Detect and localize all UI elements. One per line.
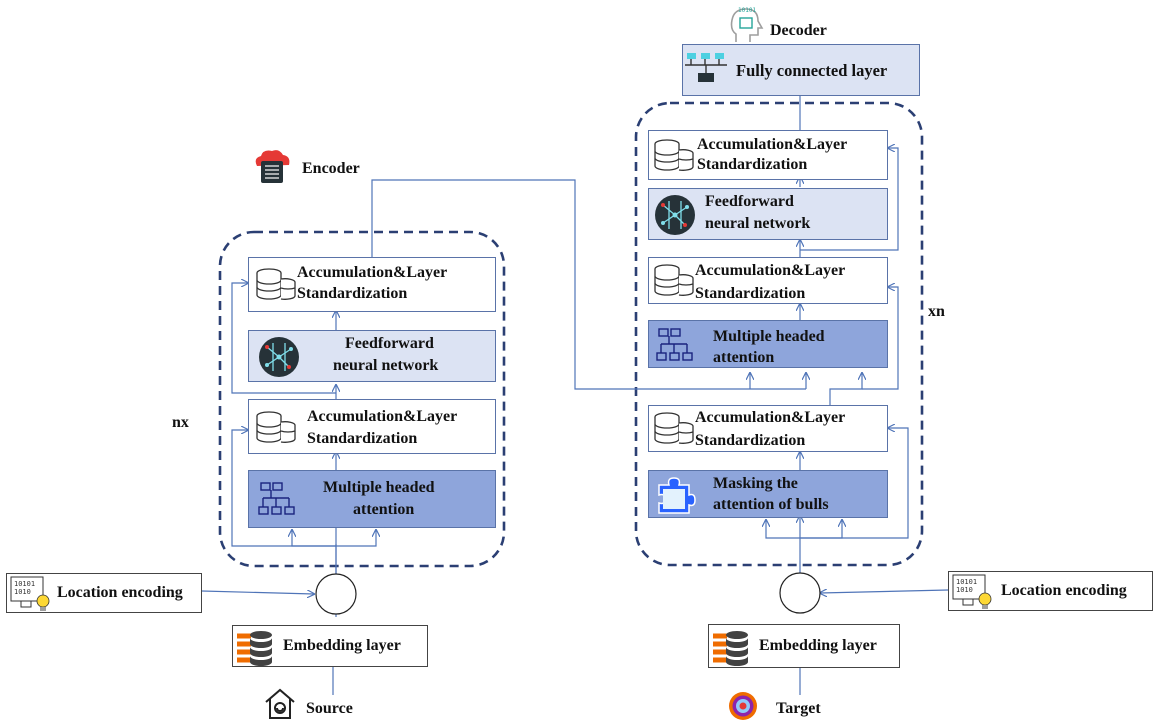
encoder-attention-line2: attention bbox=[353, 501, 415, 518]
target-icon bbox=[727, 690, 759, 727]
cloud-server-icon bbox=[251, 148, 293, 184]
encoder-addnorm-top-line1: Accumulation&Layer bbox=[297, 264, 448, 281]
encoder-ffn-box: Feedforward neural network bbox=[248, 330, 496, 382]
decoder-ffn-box: Feedforward neural network bbox=[648, 188, 888, 240]
decoder-masked-attention-box: Masking the attention of bulls bbox=[648, 470, 888, 518]
encoder-ffn-line1: Feedforward bbox=[345, 335, 434, 352]
fully-connected-label: Fully connected layer bbox=[736, 61, 888, 80]
decoder-addnorm-top-line1: Accumulation&Layer bbox=[697, 136, 848, 153]
binary-text-1: 10101 bbox=[956, 578, 977, 586]
decoder-attention-line2: attention bbox=[713, 349, 775, 366]
decoder-repeat-label: xn bbox=[928, 303, 945, 320]
network-switch-icon bbox=[685, 51, 727, 92]
decoder-masked-line2: attention of bulls bbox=[713, 496, 829, 513]
decoder-ffn-line2: neural network bbox=[705, 215, 811, 232]
decoder-addnorm-mid-line2: Standardization bbox=[695, 285, 806, 302]
database-icon bbox=[235, 628, 275, 671]
hierarchy-icon bbox=[655, 327, 695, 368]
decoder-addnorm-top-line2: Standardization bbox=[697, 156, 808, 173]
decoder-container bbox=[634, 101, 924, 567]
encoder-title: Encoder bbox=[302, 160, 360, 177]
neural-network-icon bbox=[653, 193, 697, 242]
binary-text-2: 1010 bbox=[956, 586, 973, 594]
decoder-masked-line1: Masking the bbox=[713, 475, 798, 492]
encoder-add-circle bbox=[315, 573, 357, 615]
encoder-addnorm-top-line2: Standardization bbox=[297, 285, 408, 302]
encoder-addnorm-bottom-box: Accumulation&Layer Standardization bbox=[248, 399, 496, 454]
svg-text:10101: 10101 bbox=[738, 7, 756, 14]
encoder-embedding-box: Embedding layer bbox=[232, 625, 428, 667]
binary-text-2: 1010 bbox=[14, 588, 31, 596]
decoder-attention-box: Multiple headed attention bbox=[648, 320, 888, 368]
database-icon bbox=[711, 628, 751, 671]
encoder-location-encoding-box: 10101 1010 Location encoding bbox=[6, 573, 202, 613]
binary-monitor-icon: 10101 1010 bbox=[9, 575, 53, 618]
database-stack-icon bbox=[653, 411, 695, 452]
database-stack-icon bbox=[653, 138, 695, 179]
decoder-addnorm-mid-box: Accumulation&Layer Standardization bbox=[648, 257, 888, 304]
binary-text-1: 10101 bbox=[14, 580, 35, 588]
decoder-add-circle bbox=[779, 572, 821, 614]
decoder-embedding-box: Embedding layer bbox=[708, 624, 900, 668]
decoder-embedding-label: Embedding layer bbox=[759, 637, 877, 654]
encoder-repeat-label: nx bbox=[172, 414, 189, 431]
encoder-addnorm-top-box: Accumulation&Layer Standardization bbox=[248, 257, 496, 312]
decoder-attention-line1: Multiple headed bbox=[713, 328, 825, 345]
target-label: Target bbox=[776, 700, 821, 717]
home-icon bbox=[262, 686, 298, 727]
ai-head-icon: 10101 bbox=[728, 6, 764, 49]
decoder-ffn-line1: Feedforward bbox=[705, 193, 794, 210]
encoder-addnorm-bottom-line2: Standardization bbox=[307, 430, 418, 447]
database-stack-icon bbox=[255, 410, 297, 451]
decoder-addnorm-bottom-line2: Standardization bbox=[695, 432, 806, 449]
decoder-location-encoding-label: Location encoding bbox=[1001, 582, 1127, 599]
encoder-addnorm-bottom-line1: Accumulation&Layer bbox=[307, 408, 458, 425]
decoder-location-encoding-box: 10101 1010 Location encoding bbox=[948, 571, 1153, 611]
decoder-addnorm-top-box: Accumulation&Layer Standardization bbox=[648, 130, 888, 180]
decoder-addnorm-mid-line1: Accumulation&Layer bbox=[695, 262, 846, 279]
database-stack-icon bbox=[653, 263, 695, 304]
binary-monitor-icon: 10101 1010 bbox=[951, 573, 995, 616]
encoder-attention-box: Multiple headed attention bbox=[248, 470, 496, 528]
database-stack-icon bbox=[255, 267, 297, 308]
decoder-addnorm-bottom-box: Accumulation&Layer Standardization bbox=[648, 405, 888, 452]
encoder-embedding-label: Embedding layer bbox=[283, 637, 401, 654]
neural-network-icon bbox=[257, 335, 301, 384]
encoder-container bbox=[218, 230, 506, 568]
hierarchy-icon bbox=[257, 481, 297, 522]
puzzle-icon bbox=[653, 475, 697, 520]
fully-connected-box: Fully connected layer bbox=[682, 44, 920, 96]
encoder-attention-line1: Multiple headed bbox=[323, 479, 435, 496]
encoder-ffn-line2: neural network bbox=[333, 357, 439, 374]
source-label: Source bbox=[306, 700, 353, 717]
decoder-title: Decoder bbox=[770, 22, 827, 39]
encoder-location-encoding-label: Location encoding bbox=[57, 584, 183, 601]
decoder-addnorm-bottom-line1: Accumulation&Layer bbox=[695, 409, 846, 426]
